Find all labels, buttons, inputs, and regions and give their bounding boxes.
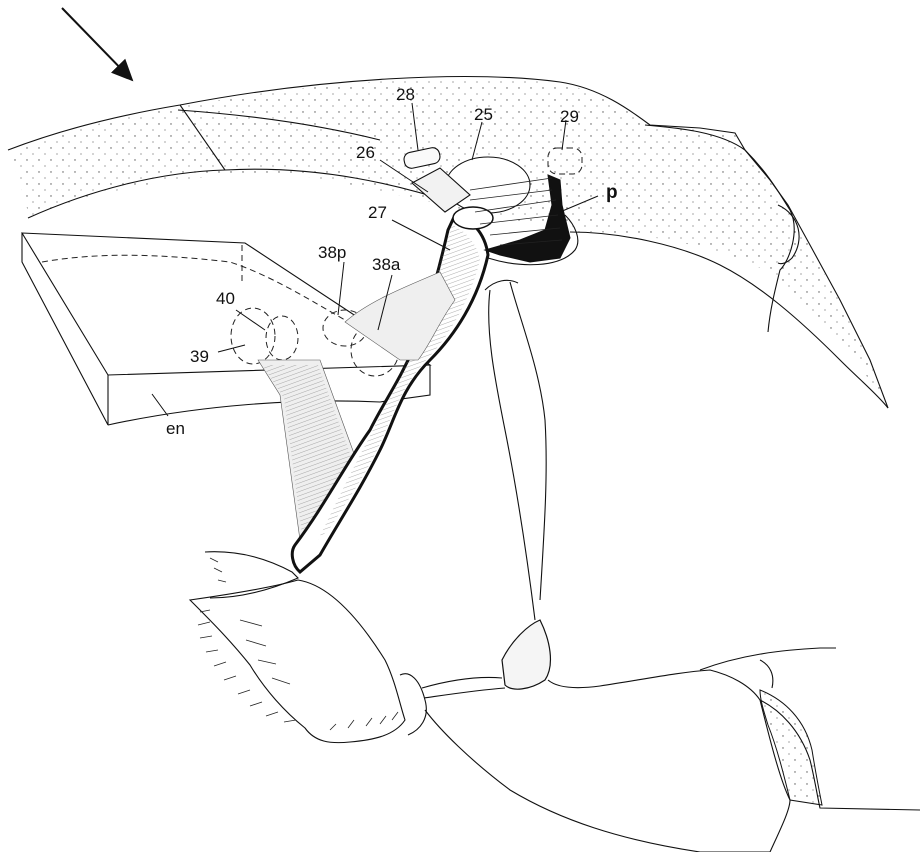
label-38a: 38a bbox=[372, 255, 401, 274]
label-38p: 38p bbox=[318, 243, 346, 262]
label-28: 28 bbox=[396, 85, 415, 104]
palp-connector bbox=[422, 677, 505, 698]
label-26: 26 bbox=[356, 143, 375, 162]
label-25: 25 bbox=[474, 105, 493, 124]
labium-edge bbox=[760, 660, 773, 688]
label-p: p bbox=[606, 182, 618, 203]
direction-arrow bbox=[62, 8, 132, 80]
labium-body bbox=[425, 670, 790, 852]
lacinia-lobe bbox=[190, 580, 405, 743]
label-en: en bbox=[166, 419, 185, 438]
galea-lobe bbox=[205, 552, 298, 598]
small-lobe bbox=[400, 674, 426, 735]
muscle-attachment-39 bbox=[266, 316, 298, 360]
label-29: 29 bbox=[560, 107, 579, 126]
label-27: 27 bbox=[368, 203, 387, 222]
internal-ligament-2 bbox=[510, 282, 546, 600]
ligament-cap bbox=[485, 280, 518, 290]
label-39: 39 bbox=[190, 347, 209, 366]
internal-ligament bbox=[489, 290, 535, 620]
lacinia-spines bbox=[198, 558, 398, 730]
label-40: 40 bbox=[216, 289, 235, 308]
tentorium-block-front bbox=[22, 233, 108, 425]
palp-segment bbox=[502, 620, 550, 689]
tentorium-block-dashed bbox=[42, 255, 345, 320]
muscle-attachment-40 bbox=[231, 308, 275, 364]
labium-stipple-region bbox=[760, 690, 822, 805]
